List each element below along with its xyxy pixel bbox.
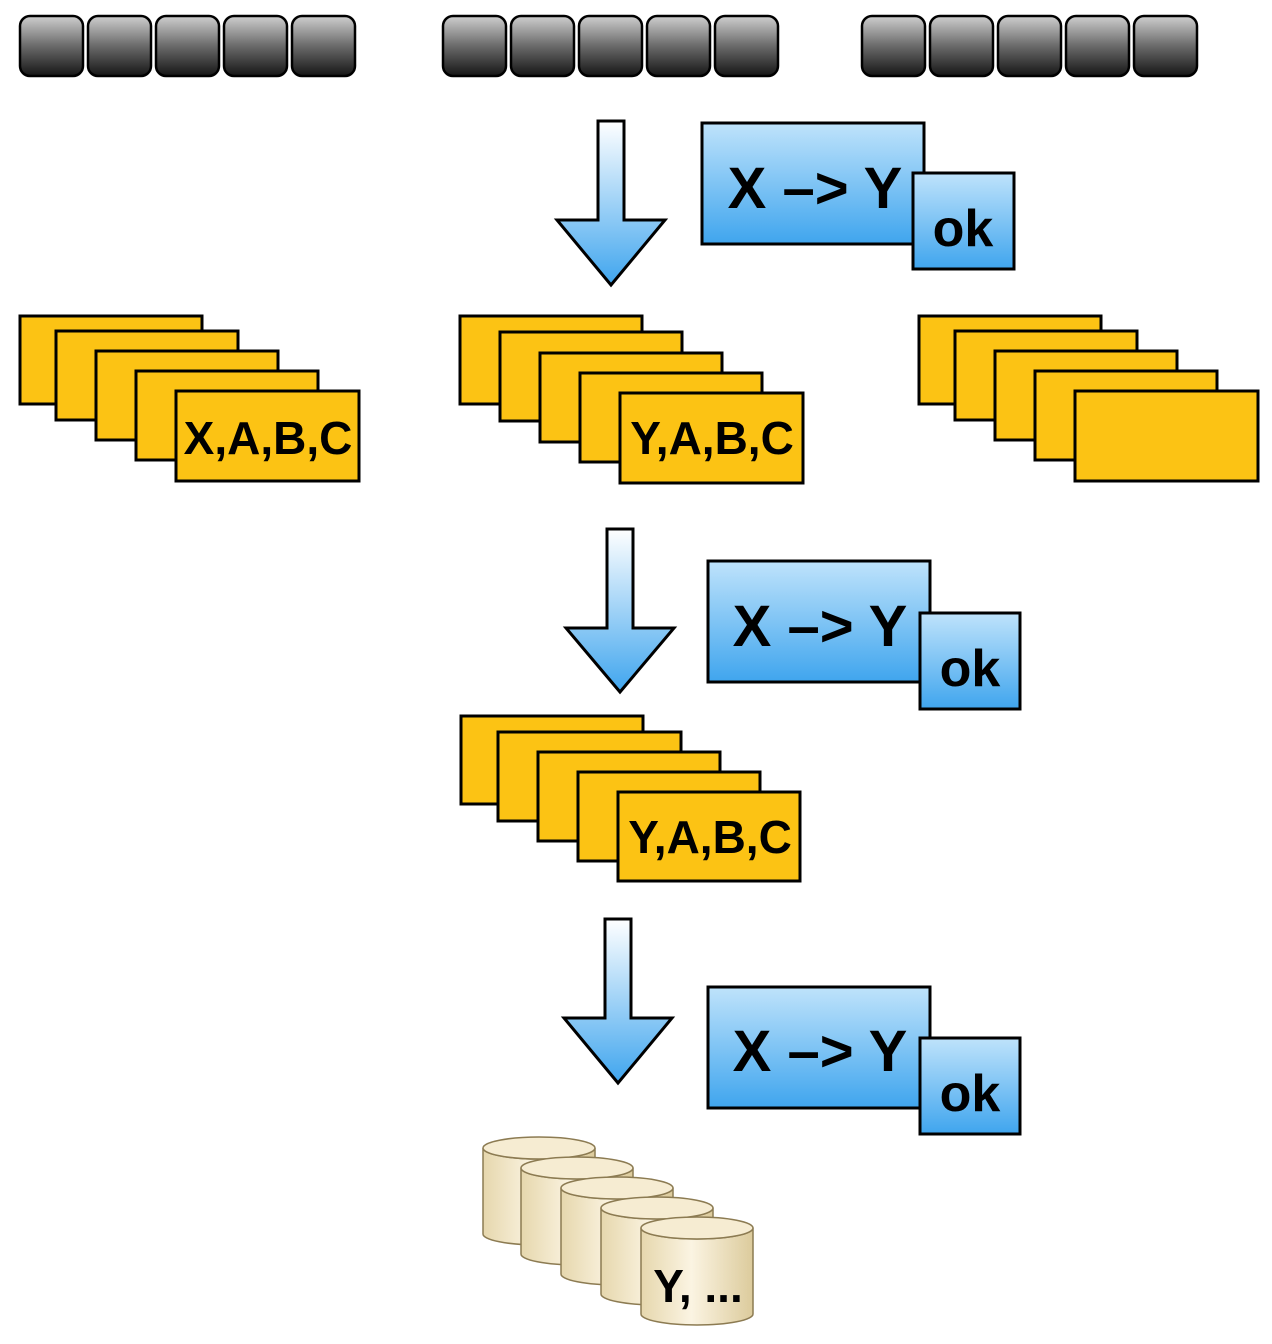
card-label: X,A,B,C <box>184 412 353 464</box>
database-label: Y, ... <box>653 1260 742 1312</box>
transform-box: X –> Y ok <box>706 985 1022 1136</box>
segment-block <box>645 14 712 78</box>
segment-block <box>509 14 576 78</box>
card-stack-mapped: Y,A,B,C <box>458 314 805 485</box>
segment-block <box>18 14 85 78</box>
down-arrow-icon <box>553 119 669 288</box>
transform-box: X –> Y ok <box>706 559 1022 711</box>
segment-block <box>154 14 221 78</box>
card-label: Y,A,B,C <box>628 811 792 863</box>
card-stack-blank <box>917 314 1260 483</box>
segment-block <box>577 14 644 78</box>
segment-block <box>222 14 289 78</box>
segment-block <box>713 14 780 78</box>
card-stack-output: Y,A,B,C <box>459 714 802 883</box>
card-stack-input: X,A,B,C <box>18 314 361 483</box>
card <box>1073 389 1260 483</box>
transform-box: X –> Y ok <box>700 121 1016 271</box>
database-cylinder <box>640 1216 754 1326</box>
status-ok-label: ok <box>940 1065 1001 1123</box>
segment-block <box>441 14 508 78</box>
segment-block <box>290 14 357 78</box>
card <box>618 391 805 485</box>
transform-rule: X –> Y <box>733 1019 908 1084</box>
segment-block <box>860 14 927 78</box>
segment-bar-group-1 <box>18 14 357 78</box>
status-ok-label: ok <box>933 200 994 258</box>
segment-block <box>1064 14 1131 78</box>
status-ok-label: ok <box>940 640 1001 698</box>
segment-block <box>928 14 995 78</box>
segment-block <box>1132 14 1199 78</box>
transform-rule: X –> Y <box>728 156 903 221</box>
segment-bar-group-2 <box>441 14 780 78</box>
segment-block <box>86 14 153 78</box>
database-cylinder-stack: Y, ... <box>482 1136 754 1326</box>
transform-rule: X –> Y <box>733 594 908 659</box>
down-arrow-icon <box>560 917 676 1086</box>
segment-bar-group-3 <box>860 14 1199 78</box>
card <box>174 389 361 483</box>
card <box>616 790 802 883</box>
segment-block <box>996 14 1063 78</box>
card-label: Y,A,B,C <box>630 412 794 464</box>
down-arrow-icon <box>562 527 678 695</box>
